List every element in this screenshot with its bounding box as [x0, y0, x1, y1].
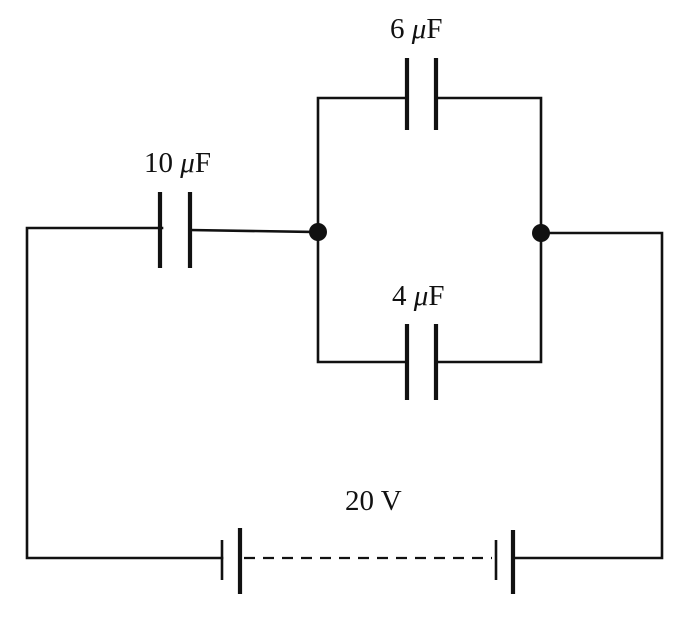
parallel-branch — [316, 96, 543, 364]
left-junction-node — [309, 223, 327, 241]
bottom-branch-right-wire — [434, 231, 543, 364]
capacitor-6uF — [404, 58, 439, 130]
label-4uF: 4 μF — [392, 280, 444, 312]
bottom-branch-left-wire — [316, 230, 409, 364]
capacitor-10uF — [157, 192, 193, 268]
label-battery-voltage: 20 V — [345, 485, 402, 517]
label-10uF: 10 μF — [144, 147, 211, 179]
label-6uF: 6 μF — [390, 13, 442, 45]
right-junction-node — [532, 224, 550, 242]
right-wire — [511, 231, 664, 560]
wire-10uF-to-left-node — [188, 228, 320, 234]
outer-wires — [25, 226, 664, 560]
top-branch-left-wire — [316, 96, 409, 234]
capacitor-4uF — [404, 324, 439, 400]
battery-20V — [220, 528, 516, 594]
left-wire — [25, 226, 224, 560]
top-branch-right-wire — [434, 96, 543, 235]
